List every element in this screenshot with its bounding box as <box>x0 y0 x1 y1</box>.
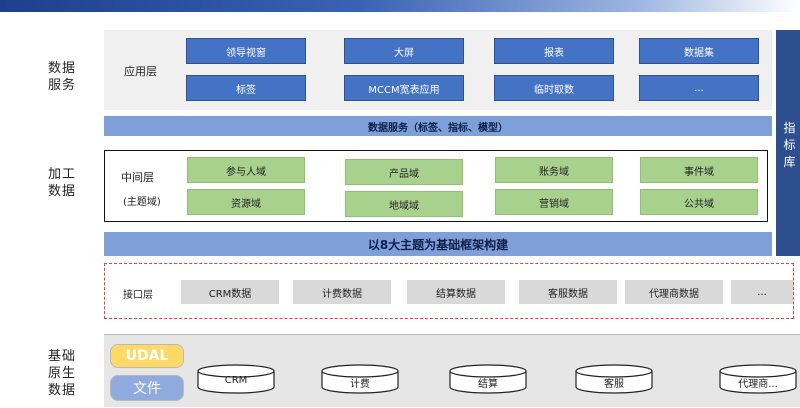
app-item-leader-view[interactable]: 领导视窗 <box>186 38 306 64</box>
tag-file[interactable]: 文件 <box>110 375 184 401</box>
section-label-base: 基础 原生 数据 <box>40 348 84 399</box>
interface-agent[interactable]: 代理商数据 <box>625 280 723 304</box>
top-gradient-bar <box>0 0 800 12</box>
db-label-crm: CRM <box>224 375 248 386</box>
db-cylinder-crm[interactable] <box>197 364 275 394</box>
app-item-adhoc-query[interactable]: 临时取数 <box>494 75 614 101</box>
middle-layer-subtitle: (主题域) <box>123 197 161 208</box>
db-label-agent: 代理商... <box>738 379 778 390</box>
middle-layer-title: 中间层 <box>121 171 154 184</box>
section-label-processing-line1: 加工 <box>47 167 76 182</box>
database-cylinders <box>197 364 797 394</box>
domain-marketing[interactable]: 营销域 <box>495 189 613 215</box>
app-item-mccm-wide-table[interactable]: MCCM宽表应用 <box>344 75 464 101</box>
section-label-base-line1: 基础 <box>47 349 76 364</box>
section-label-base-line3: 数据 <box>47 383 76 398</box>
domain-product[interactable]: 产品域 <box>345 159 463 185</box>
domain-resource[interactable]: 资源域 <box>187 189 305 215</box>
interface-customer-service[interactable]: 客服数据 <box>519 280 617 304</box>
db-label-settlement: 结算 <box>478 379 498 390</box>
interface-layer-title: 接口层 <box>123 290 153 301</box>
section-label-service-line2: 服务 <box>47 78 76 93</box>
interface-crm[interactable]: CRM数据 <box>181 280 279 304</box>
interface-layer: 接口层 CRM数据 计费数据 结算数据 客服数据 代理商数据 ... <box>104 263 794 319</box>
indicator-library-label-text: 指标库 <box>783 121 797 169</box>
section-label-service-line1: 数据 <box>47 61 76 76</box>
app-item-dataset[interactable]: 数据集 <box>639 38 759 64</box>
base-layer: UDAL 文件 CRM 计费 结算 客服 代理商... <box>104 334 800 407</box>
indicator-library-label: 指标库 <box>780 120 800 171</box>
section-label-base-line2: 原生 <box>47 366 76 381</box>
app-item-big-screen[interactable]: 大屏 <box>344 38 464 64</box>
middle-layer: 中间层 (主题域) 参与人域 产品域 账务域 事件域 资源域 地域域 营销域 公… <box>104 150 768 222</box>
data-service-band: 数据服务（标签、指标、模型） <box>104 116 772 136</box>
app-item-tags[interactable]: 标签 <box>186 75 306 101</box>
domain-event[interactable]: 事件域 <box>640 157 758 183</box>
interface-more[interactable]: ... <box>731 280 793 304</box>
db-label-customer-service: 客服 <box>604 379 624 390</box>
app-item-report[interactable]: 报表 <box>494 38 614 64</box>
domain-public[interactable]: 公共域 <box>640 189 758 215</box>
interface-settlement[interactable]: 结算数据 <box>407 280 505 304</box>
indicator-library-bar <box>776 30 800 256</box>
application-layer: 应用层 领导视窗 大屏 报表 数据集 标签 MCCM宽表应用 临时取数 ... <box>104 30 772 110</box>
app-item-more[interactable]: ... <box>639 75 759 101</box>
application-layer-title: 应用层 <box>124 65 157 78</box>
db-cylinder-customer-service[interactable] <box>575 364 653 394</box>
db-label-billing: 计费 <box>350 379 370 390</box>
db-cylinder-agent[interactable] <box>719 364 797 394</box>
domain-party[interactable]: 参与人域 <box>187 157 305 183</box>
framework-band: 以8大主题为基础框架构建 <box>104 232 772 256</box>
interface-billing[interactable]: 计费数据 <box>293 280 391 304</box>
domain-region[interactable]: 地域域 <box>345 191 463 217</box>
db-cylinder-billing[interactable] <box>321 364 399 394</box>
tag-udal[interactable]: UDAL <box>110 344 184 368</box>
section-label-processing: 加工 数据 <box>40 166 84 200</box>
section-label-service: 数据 服务 <box>40 60 84 94</box>
db-cylinder-settlement[interactable] <box>449 364 527 394</box>
section-label-processing-line2: 数据 <box>47 184 76 199</box>
domain-billing[interactable]: 账务域 <box>495 157 613 183</box>
